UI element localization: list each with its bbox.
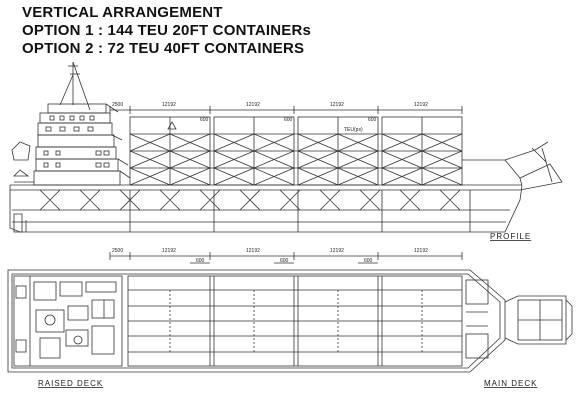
profile-bay-dim-1: 12192 [162, 102, 176, 108]
plan-view [7, 252, 573, 373]
title-vertical-arrangement: VERTICAL ARRANGEMENT [22, 4, 223, 21]
bow-ramp [462, 141, 563, 191]
profile-spacing-dim-3: 600 [368, 117, 377, 123]
hull-outline-plan [7, 269, 506, 373]
mast [59, 61, 91, 111]
fore-storage-rooms [465, 279, 489, 359]
plan-dim-first: 2500 [112, 248, 123, 254]
profile-deck-note: TEU(ps) [344, 127, 363, 133]
bow-ramp-plan [504, 295, 573, 345]
plan-bay-dim-4: 12192 [414, 248, 428, 254]
plan-spacing-dim-1: 600 [196, 258, 205, 264]
profile-view [9, 61, 563, 233]
plan-spacing-dim-2: 600 [280, 258, 289, 264]
stern-details [11, 141, 34, 183]
profile-bay-dim-3: 12192 [330, 102, 344, 108]
profile-dimension-line [109, 106, 463, 114]
profile-dim-first: 2500 [112, 102, 123, 108]
cargo-deck-grid [127, 275, 463, 367]
title-block: VERTICAL ARRANGEMENT OPTION 1 : 144 TEU … [22, 4, 311, 58]
plan-bay-dim-1: 12192 [162, 248, 176, 254]
raised-deck-label: RAISED DECK [38, 379, 103, 388]
raised-deck-area [13, 275, 123, 367]
plan-spacing-dim-3: 600 [364, 258, 373, 264]
profile-label: PROFILE [490, 232, 531, 241]
superstructure [33, 103, 131, 186]
main-deck-label: MAIN DECK [484, 379, 537, 388]
profile-bay-dim-4: 12192 [414, 102, 428, 108]
profile-spacing-dim-1: 600 [200, 117, 209, 123]
title-option-2: OPTION 2 : 72 TEU 40FT CONTAINERS [22, 40, 305, 57]
title-option-1: OPTION 1 : 144 TEU 20FT CONTAINERs [22, 22, 312, 39]
profile-bay-dim-2: 12192 [246, 102, 260, 108]
plan-dimension-line [109, 252, 463, 264]
profile-spacing-dim-2: 600 [284, 117, 293, 123]
plan-labels: 2500 12192 12192 12192 12192 600 600 600… [38, 248, 537, 388]
plan-bay-dim-3: 12192 [330, 248, 344, 254]
plan-bay-dim-2: 12192 [246, 248, 260, 254]
hull-profile [9, 184, 523, 233]
profile-labels: 2500 12192 12192 12192 12192 600 600 600… [112, 102, 531, 241]
container-stacks [129, 116, 463, 186]
